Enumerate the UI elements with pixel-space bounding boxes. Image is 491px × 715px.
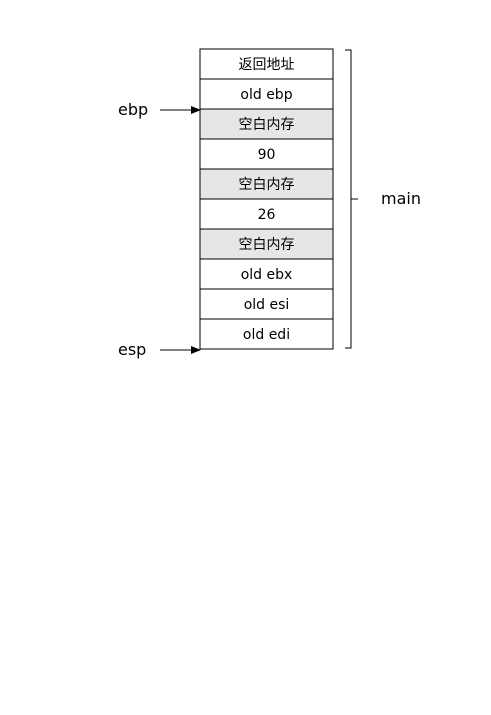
stack-cell: old esi [199,288,334,320]
stack-cell-label: 空白内存 [239,177,295,193]
stack-cell: old ebp [199,78,334,110]
stack-cell-label: old ebx [241,267,293,283]
esp-label: esp [118,340,146,359]
stack-cell: old edi [199,318,334,350]
stack-cell-label: 26 [258,207,276,223]
stack-cell-label: 空白内存 [239,117,295,133]
ebp-label: ebp [118,100,148,119]
stack-cell: old ebx [199,258,334,290]
stack-cell: 90 [199,138,334,170]
stack-cell-label: old ebp [240,87,292,103]
stack-cell-label: old edi [243,327,290,343]
stack-cell-box [199,48,334,80]
stack-cell-box [199,318,334,350]
stack-cell-label: 空白内存 [239,237,295,253]
stack-cell-box [199,78,334,110]
stack-cell-box [199,108,334,140]
brace-shape [345,49,358,349]
stack-cell: 空白内存 [199,228,334,260]
stack-cell-box [199,198,334,230]
stack-cell-box [199,258,334,290]
main-frame-brace: main [345,49,421,349]
stack-cell-label: old esi [244,297,290,313]
stack-cell: 返回地址 [199,48,334,80]
stack-cell-box [199,138,334,170]
stack-cell: 空白内存 [199,108,334,140]
stack-cell-label: 90 [258,147,276,163]
stack-cell: 26 [199,198,334,230]
stack-cell-label: 返回地址 [239,57,295,73]
brace-label: main [381,189,421,208]
esp-pointer: esp [118,340,201,359]
ebp-pointer: ebp [118,100,201,119]
stack-cells: 返回地址 old ebp 空白内存 90 空白内存 26 空白内存 old ebx old es… [199,48,334,350]
stack-cell: 空白内存 [199,168,334,200]
